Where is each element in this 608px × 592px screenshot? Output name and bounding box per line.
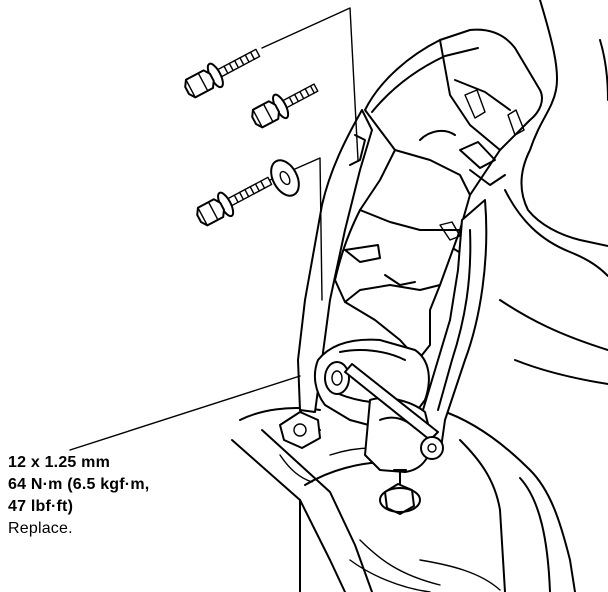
bracket-arm-right <box>419 199 488 459</box>
mount-housing <box>313 338 433 473</box>
through-bolt <box>344 363 444 515</box>
torque-value-label: 64 N·m (6.5 kgf·m, <box>8 476 150 493</box>
flange-bolt-icon <box>251 83 319 129</box>
torque-callout: 12 x 1.25 mm 64 N·m (6.5 kgf·m, 47 lbf·f… <box>8 452 149 540</box>
replace-note: Replace. <box>8 520 73 537</box>
torque-imperial-label: 47 lbf·ft) <box>8 498 74 515</box>
washer-icon <box>270 159 300 197</box>
subframe <box>231 407 576 592</box>
flange-bolt-icon <box>184 48 261 99</box>
mount-bracket <box>334 28 543 361</box>
flange-bolt-icon <box>196 176 273 227</box>
base-bracket-left <box>279 411 321 449</box>
bolt-size-label: 12 x 1.25 mm <box>8 454 111 471</box>
